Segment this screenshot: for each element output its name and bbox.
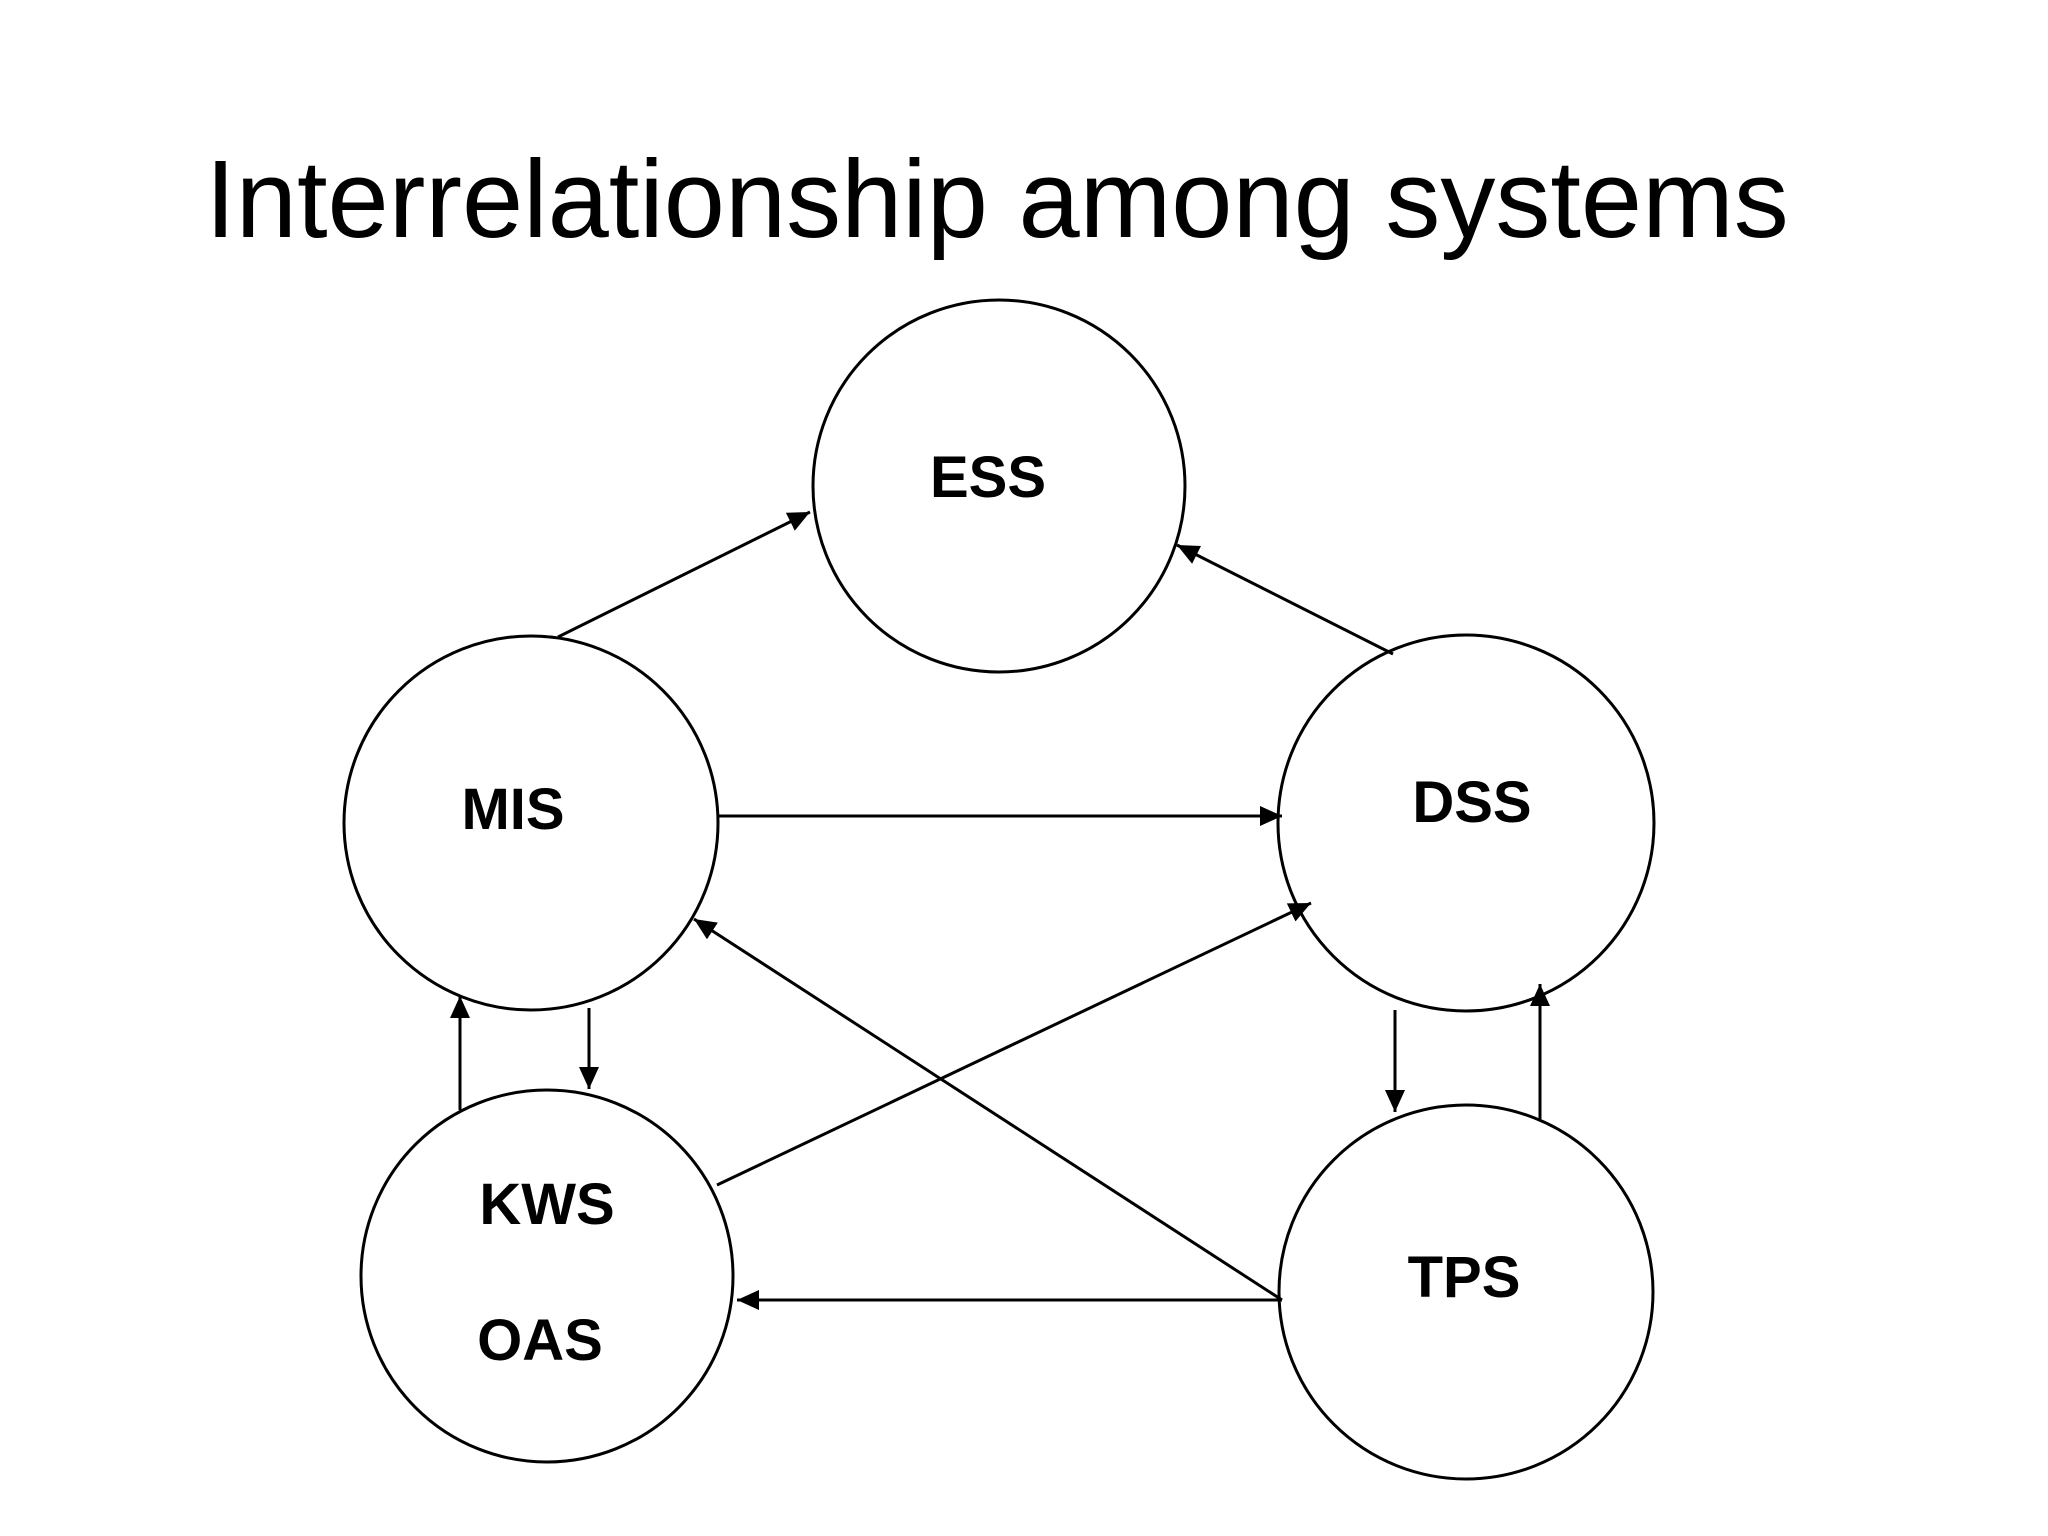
node-tps-circle: [1277, 1103, 1655, 1481]
edge-dss-to-ess: [1176, 543, 1394, 656]
node-tps-label-tps: TPS: [1408, 1245, 1521, 1310]
node-dss-label-dss: DSS: [1412, 770, 1531, 835]
node-kws-oas-label-oas: OAS: [477, 1308, 603, 1373]
node-mis-circle: [342, 634, 720, 1012]
node-kws-oas-circle: [359, 1088, 735, 1464]
node-ess-circle: [811, 298, 1187, 674]
edges-layer: [450, 510, 1550, 1310]
nodes-layer: ESS MIS DSS KWS OAS TPS: [342, 298, 1656, 1481]
edge-mis-to-ess: [557, 510, 811, 639]
node-ess-label-ess: ESS: [930, 445, 1046, 510]
node-mis-label-mis: MIS: [461, 777, 564, 842]
edge-tps-to-mis: [693, 917, 1283, 1302]
slide-title: Interrelationship among systems: [205, 138, 1789, 261]
edge-kws-to-dss: [716, 901, 1312, 1187]
node-kws-oas-label-kws: KWS: [479, 1172, 614, 1237]
